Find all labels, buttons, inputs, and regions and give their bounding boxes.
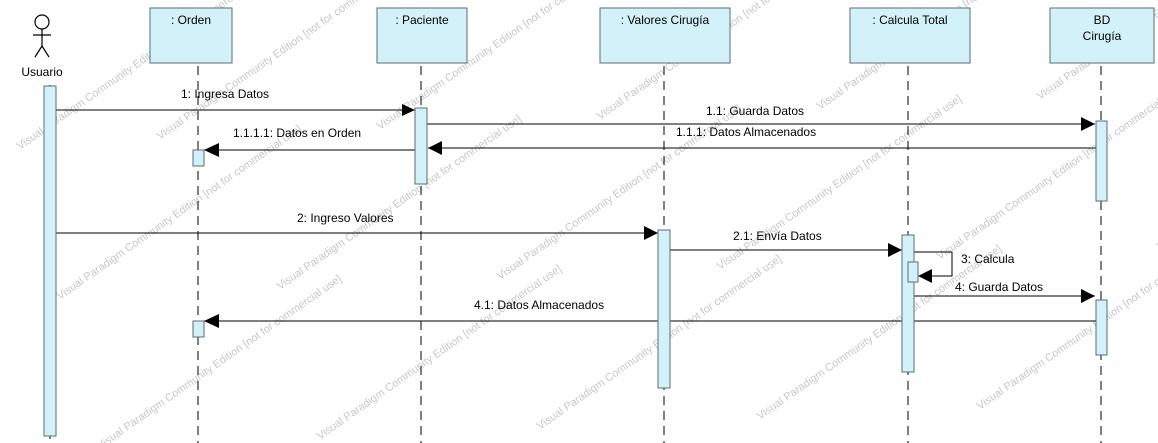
actor-leg-right xyxy=(41,45,50,58)
participant-calcula[interactable]: : Calcula Total xyxy=(849,7,971,64)
participant-bd[interactable]: BD Cirugía xyxy=(1049,7,1155,64)
message-lines xyxy=(56,109,1096,322)
message-2-1-label: 2.1: Envía Datos xyxy=(733,229,822,243)
watermark-text: Visual Paradigm Community Edition [not f… xyxy=(315,263,564,442)
message-1-1-1-label: 1.1.1: Datos Almacenados xyxy=(676,125,816,139)
activation-bars xyxy=(43,85,1108,437)
participant-paciente-label: : Paciente xyxy=(395,13,449,27)
message-1-1-1-1-arrowhead xyxy=(204,143,219,157)
activation-valores xyxy=(657,229,671,389)
activation-bd-2 xyxy=(1095,299,1108,356)
message-2-arrowhead xyxy=(644,226,658,240)
activation-orden-2 xyxy=(192,320,205,338)
actor-head xyxy=(34,14,50,30)
participant-orden[interactable]: : Orden xyxy=(149,7,233,64)
message-1-1-arrowhead xyxy=(1081,117,1095,131)
watermark-text: Visual Paradigm Community Edition [not f… xyxy=(95,273,344,443)
message-2-label: 2: Ingreso Valores xyxy=(297,211,394,225)
message-1-1-1-arrowhead xyxy=(428,141,442,155)
message-1-label: 1: Ingresa Datos xyxy=(181,87,269,101)
message-1-1-1-1-label: 1.1.1.1: Datos en Orden xyxy=(233,126,361,140)
activation-orden-1 xyxy=(192,149,205,167)
watermark-text: Visual Paradigm Community Edition [not f… xyxy=(755,243,1004,422)
watermark-text: Visual Paradigm Community Edition [not f… xyxy=(715,93,964,272)
activation-usuario xyxy=(43,85,57,437)
message-3-arrowhead xyxy=(918,269,932,283)
actor-leg-left xyxy=(34,45,43,58)
arrowheads xyxy=(204,104,1095,328)
message-3-label: 3: Calcula xyxy=(961,252,1015,266)
message-1-arrowhead xyxy=(402,104,415,116)
actor-usuario[interactable] xyxy=(33,14,51,58)
message-4-1-arrowhead xyxy=(204,314,219,328)
message-4-label: 4: Guarda Datos xyxy=(955,280,1043,294)
activation-paciente xyxy=(414,107,428,185)
actor-usuario-label: Usuario xyxy=(21,65,63,79)
message-4-arrowhead xyxy=(1081,289,1095,303)
participant-bd-label-line2: Cirugía xyxy=(1083,29,1122,43)
activation-calcula xyxy=(901,234,915,373)
participant-orden-label: : Orden xyxy=(171,13,211,27)
watermark-text: Visual Paradigm Community Edition [not f… xyxy=(935,83,1158,262)
message-labels: 1: Ingresa Datos 1.1: Guarda Datos 1.1.1… xyxy=(181,87,1043,312)
activation-calcula-self xyxy=(907,261,919,283)
message-3-line xyxy=(914,251,953,277)
participant-paciente[interactable]: : Paciente xyxy=(376,7,468,64)
participant-valores-label: : Valores Cirugía xyxy=(621,13,710,27)
message-4-1-label: 4.1: Datos Almacenados xyxy=(474,298,604,312)
message-1-1-label: 1.1: Guarda Datos xyxy=(706,104,804,118)
participant-valores[interactable]: : Valores Cirugía xyxy=(599,7,731,64)
activation-bd-1 xyxy=(1095,120,1108,202)
message-2-1-arrowhead xyxy=(888,243,902,257)
watermark-layer: Visual Paradigm Community Edition [not f… xyxy=(15,0,1158,443)
participant-calcula-label: : Calcula Total xyxy=(872,13,947,27)
participant-bd-label-line1: BD xyxy=(1094,13,1111,27)
